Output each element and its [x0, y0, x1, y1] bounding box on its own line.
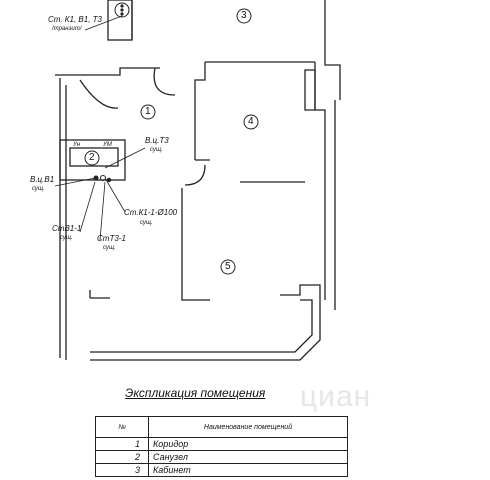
table-row: 3 Кабинет — [95, 463, 348, 477]
door-arc-room4 — [153, 67, 176, 96]
row-name: Кабинет — [148, 463, 348, 477]
room-number-2: 2 — [89, 152, 95, 163]
label-vu-t3-sub: сущ. — [150, 147, 163, 153]
pipe-dot-1 — [93, 175, 99, 181]
room-number-3: 3 — [241, 10, 247, 21]
wall-corridor-top — [55, 67, 160, 76]
leader-st-t3 — [99, 181, 106, 241]
room-marker-5 — [220, 259, 236, 275]
wall-room4-right — [314, 62, 326, 300]
leader-st-k1 — [104, 177, 126, 213]
label-fixture-2: УМ — [103, 142, 112, 148]
label-vu-v1-sub: сущ. — [32, 186, 45, 192]
room-number-1: 1 — [145, 106, 151, 117]
balcony — [90, 284, 321, 361]
leader-vu-v1 — [54, 177, 96, 187]
bathroom — [59, 139, 126, 181]
door-arc-corridor — [79, 79, 119, 109]
balcony-inner — [90, 299, 313, 353]
wall-room5-bottom — [89, 290, 110, 299]
riser-shaft — [107, 0, 133, 41]
table-header-row: № Наименование помещений — [95, 416, 348, 438]
wall-room4-bottom — [195, 159, 305, 183]
door-arc-room5 — [184, 164, 206, 186]
row-name: Коридор — [148, 437, 348, 451]
explication-table: № Наименование помещений 1 Коридор 2 Сан… — [95, 416, 348, 477]
room-marker-4 — [243, 114, 259, 130]
pipe-dot-3 — [106, 177, 112, 183]
label-vu-v1: В.ц.В1 — [30, 175, 55, 184]
room-number-4: 4 — [248, 116, 254, 127]
label-riser-sub: /транзит/ — [52, 26, 82, 32]
header-num: № — [95, 416, 149, 438]
label-st-t3-sub: сущ. — [103, 245, 116, 251]
row-name: Санузел — [148, 450, 348, 464]
label-st-k1-sub: сущ. — [140, 220, 153, 226]
column — [304, 69, 316, 111]
leader-vu-t3 — [104, 147, 146, 169]
bath-fixture — [69, 147, 119, 167]
room-number-5: 5 — [225, 261, 231, 272]
wall-room4-left — [194, 62, 206, 160]
row-num: 2 — [95, 450, 149, 464]
room-marker-2 — [84, 150, 100, 166]
wall-room5-left — [181, 188, 210, 301]
explication-title: Экспликация помещения — [125, 386, 266, 400]
label-st-v1: СтВ1-1 — [52, 224, 82, 233]
wall-room3-right — [324, 0, 341, 100]
label-st-k1: Ст.К1-1-Ø100 — [124, 208, 178, 217]
label-st-v1-sub: сущ. — [60, 235, 73, 241]
table-row: 2 Санузел — [95, 450, 348, 464]
label-vu-t3: В.ц.Т3 — [145, 136, 169, 145]
riser-symbol — [114, 2, 130, 18]
room-marker-1 — [140, 104, 156, 120]
header-name: Наименование помещений — [148, 416, 348, 438]
leader-st-v1 — [79, 181, 96, 233]
room-marker-3 — [236, 8, 252, 24]
label-st-t3: СтТ3-1 — [97, 234, 126, 243]
table-row: 1 Коридор — [95, 437, 348, 451]
row-num: 1 — [95, 437, 149, 451]
pipe-dot-2 — [100, 175, 106, 181]
label-fixture-1: Ун — [73, 142, 81, 148]
label-riser: Ст. К1, В1, Т3 — [48, 15, 102, 24]
leader-riser — [84, 15, 123, 31]
row-num: 3 — [95, 463, 149, 477]
watermark: циан — [300, 380, 372, 413]
